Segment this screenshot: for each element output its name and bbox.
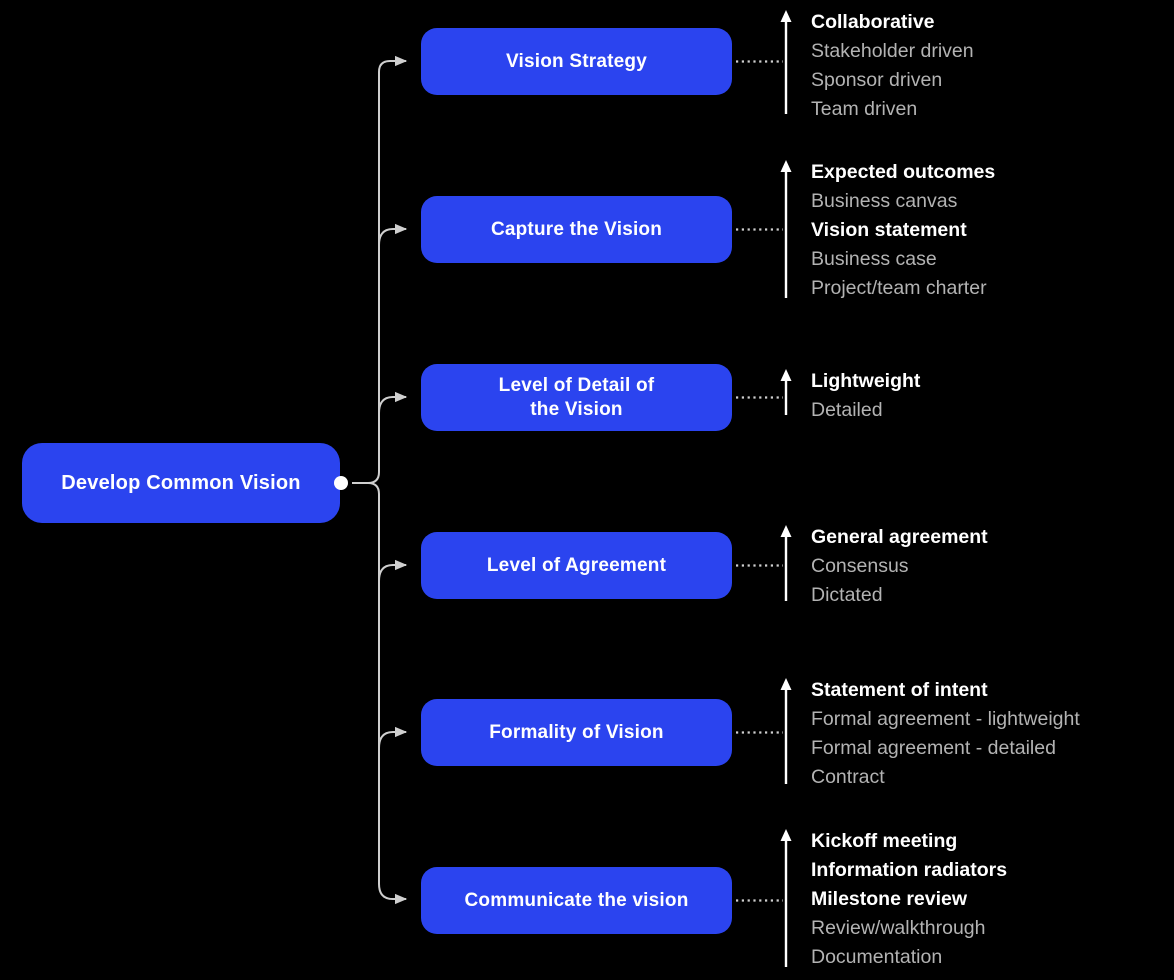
root-node-label: Develop Common Vision [61,471,301,494]
detail-item: Sponsor driven [811,69,943,91]
detail-item-highlighted: Information radiators [811,859,1008,881]
detail-item: Business case [811,248,937,270]
detail-item: Consensus [811,555,909,577]
branch-node-label: Vision Strategy [506,50,647,72]
branch-line-2 [378,223,408,246]
branch-node-label: Level of Agreement [486,554,667,576]
branch-node-label: Formality of Vision [489,721,664,743]
detail-item: Documentation [811,946,943,968]
scale-axis-arrow-icon [780,525,792,537]
branch-node[interactable]: Level of Detail of the Vision [421,364,732,431]
detail-item: Formal agreement - lightweight [811,708,1080,730]
detail-item-highlighted: Collaborative [811,11,935,33]
detail-item: Contract [811,766,885,788]
scale-axis-arrow-icon [780,10,792,22]
branch-node[interactable]: Communicate the vision [421,867,732,934]
branch-line-5 [378,726,408,749]
detail-item: Dictated [811,584,883,606]
detail-item-highlighted: Statement of intent [811,679,988,701]
scale-axis-arrow-icon [780,678,792,690]
detail-item-highlighted: Vision statement [811,219,967,241]
detail-item-highlighted: Kickoff meeting [811,830,958,852]
branch-node-label: Communicate the vision [464,889,689,911]
detail-item-highlighted: Expected outcomes [811,161,996,183]
detail-item: Stakeholder driven [811,40,974,62]
scale-axis-arrow-icon [780,160,792,172]
branch-node[interactable]: Capture the Vision [421,196,732,263]
detail-item: Project/team charter [811,277,987,299]
scale-axis-arrow-icon [780,829,792,841]
root-connector-dot [334,476,348,490]
branch-line-3 [378,391,408,414]
branch-node-label: Level of Detail of the Vision [498,375,655,420]
detail-item: Business canvas [811,190,958,212]
root-node[interactable]: Develop Common Vision [22,443,340,523]
trunk-line-upper [352,55,408,484]
detail-item-highlighted: General agreement [811,526,988,548]
detail-item: Formal agreement - detailed [811,737,1056,759]
detail-item: Team driven [811,98,918,120]
branch-node[interactable]: Formality of Vision [421,699,732,766]
scale-axis-arrow-icon [780,369,792,381]
branch-node-label: Capture the Vision [490,218,663,240]
detail-item-highlighted: Milestone review [811,888,968,910]
branch-node[interactable]: Vision Strategy [421,28,732,95]
detail-item: Review/walkthrough [811,917,986,939]
branch-node[interactable]: Level of Agreement [421,532,732,599]
detail-item: Detailed [811,399,883,421]
trunk-line-lower [352,482,408,905]
branch-line-4 [378,559,408,582]
detail-item-highlighted: Lightweight [811,370,921,392]
